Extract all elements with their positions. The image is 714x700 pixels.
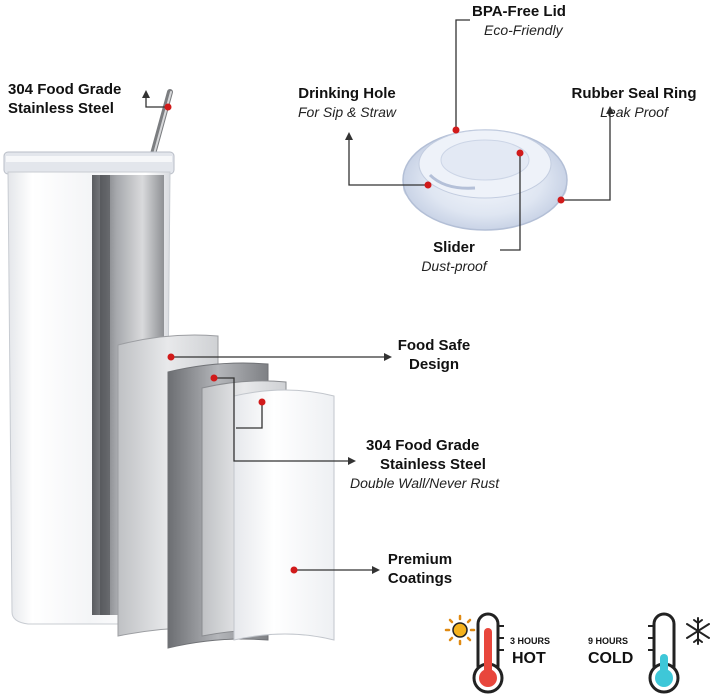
rubber-seal-sub: Leak Proof (600, 104, 668, 120)
lid-sub: Eco-Friendly (484, 22, 563, 38)
callout-markers (164, 103, 565, 574)
leader-lines (145, 19, 611, 571)
steel-top-line2: Stainless Steel (8, 100, 114, 117)
snowflake-icon (686, 617, 710, 645)
wall-layers (117, 334, 335, 649)
drinking-hole-title: Drinking Hole (298, 85, 396, 102)
cold-label: COLD (588, 650, 634, 667)
lid-title: BPA-Free Lid (472, 3, 566, 20)
slider-sub: Dust-proof (421, 258, 487, 274)
lid-image (402, 129, 568, 231)
food-safe-label: Food Safe Design (394, 336, 474, 374)
lid-label: BPA-Free Lid Eco-Friendly (472, 2, 566, 39)
sun-icon (444, 614, 476, 646)
steel-top-label: 304 Food Grade Stainless Steel (8, 80, 121, 118)
food-safe-line1: Food Safe (397, 337, 471, 354)
cold-thermometer-icon (648, 612, 680, 694)
cold-hours: 9 HOURS (588, 636, 629, 646)
food-safe-line2: Design (408, 356, 459, 373)
coatings-line2: Coatings (387, 570, 453, 587)
slider-title: Slider (433, 239, 475, 256)
hot-hours: 3 HOURS (510, 636, 551, 646)
rubber-seal-title: Rubber Seal Ring (571, 85, 697, 102)
slider-label: Slider Dust-proof (412, 238, 496, 275)
coatings-label: Premium Coatings (380, 550, 460, 588)
hot-thermometer-icon (472, 612, 504, 694)
coatings-line1: Premium (387, 551, 453, 568)
hot-label: HOT (512, 650, 546, 667)
steel-wall-sub: Double Wall/Never Rust (350, 475, 500, 491)
arrow-heads (142, 90, 614, 574)
steel-wall-line2: Stainless Steel (380, 456, 486, 473)
steel-top-line1: 304 Food Grade (8, 81, 122, 98)
rubber-seal-label: Rubber Seal Ring Leak Proof (556, 84, 712, 121)
drinking-hole-sub: For Sip & Straw (297, 104, 397, 120)
steel-wall-line1: 304 Food Grade (366, 437, 480, 454)
steel-wall-label: 304 Food Grade Stainless Steel Double Wa… (350, 436, 546, 492)
drinking-hole-label: Drinking Hole For Sip & Straw (282, 84, 412, 121)
